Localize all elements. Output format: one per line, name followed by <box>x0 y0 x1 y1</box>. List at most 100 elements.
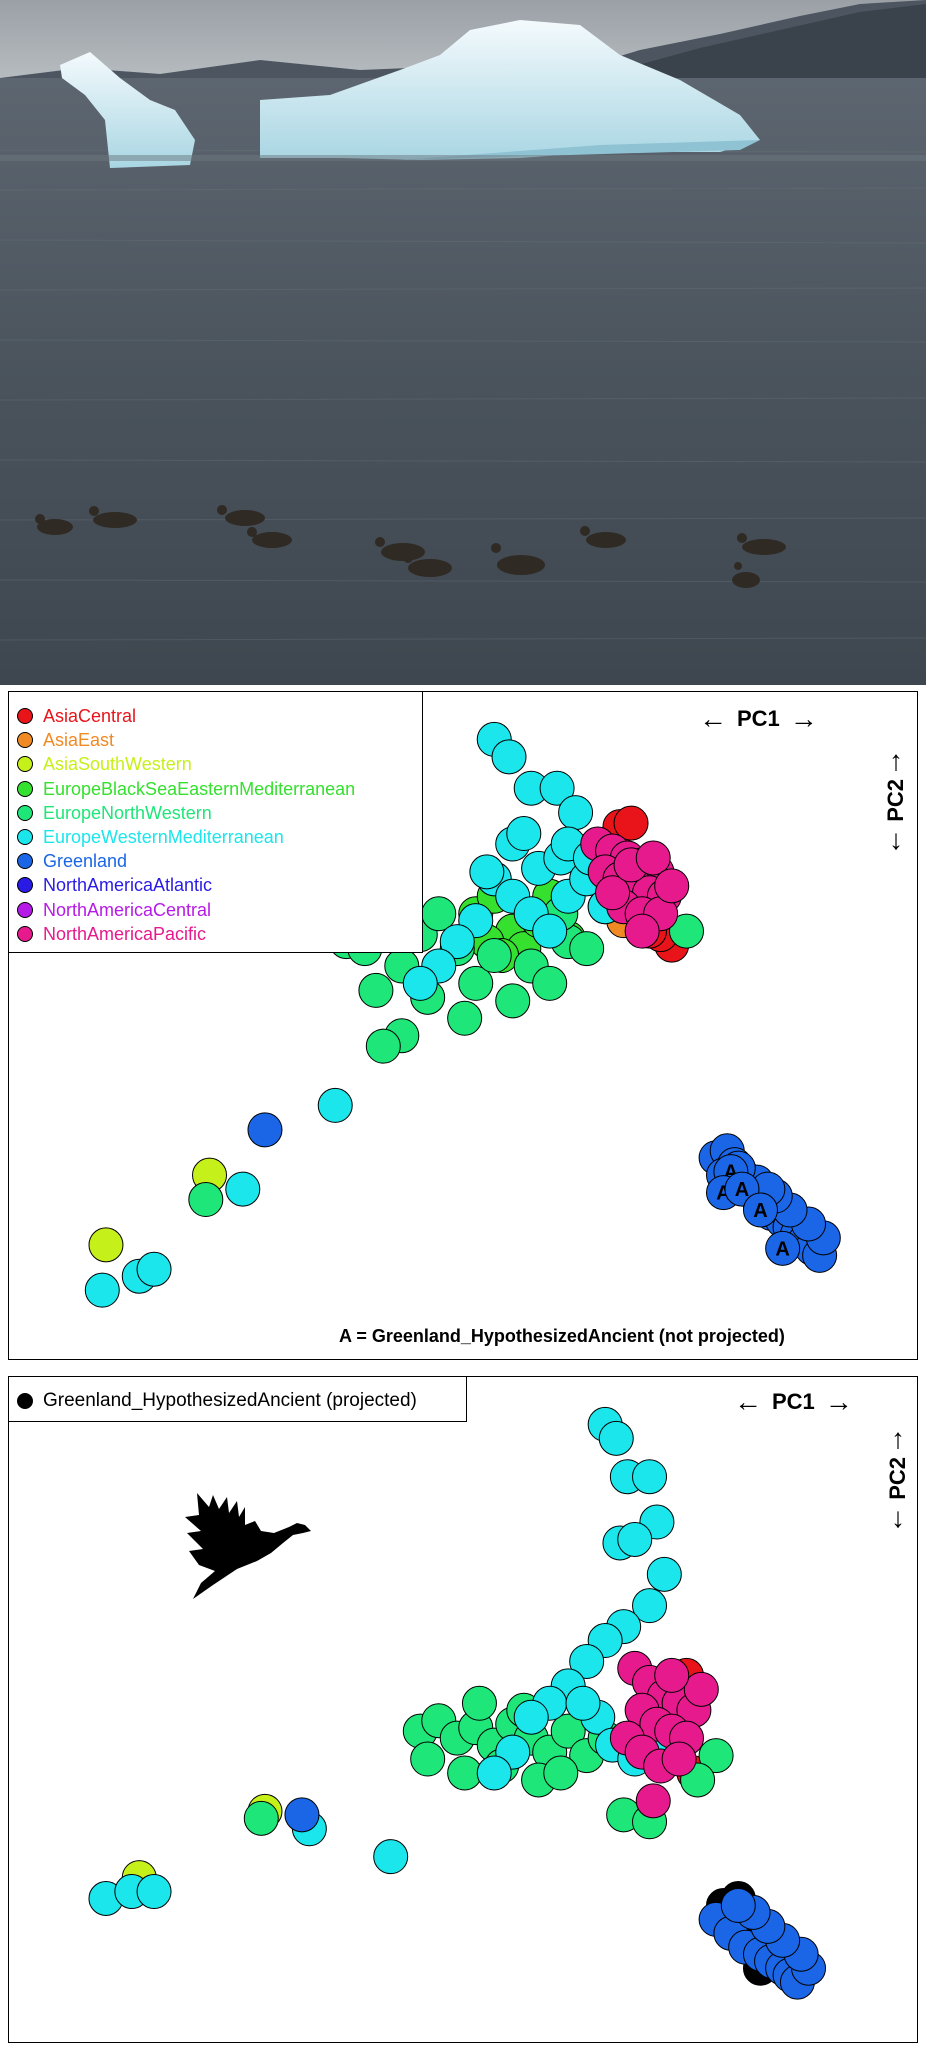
point-northamericapacific <box>654 868 690 904</box>
legend-item-asiaeast: AsiaEast <box>17 728 412 752</box>
point-europewesternmediterranean <box>539 770 575 806</box>
left-arrow-icon: ← <box>734 1386 762 1417</box>
legend-label: EuropeNorthWestern <box>43 802 212 823</box>
pc2-axis-label-1: ↑ PC2 ↓ <box>883 747 909 854</box>
point-europenorthwestern <box>669 913 705 949</box>
legend-label: AsiaSouthWestern <box>43 754 192 775</box>
point-europewesternmediterranean <box>136 1874 172 1910</box>
marker-letter: A <box>775 1238 789 1260</box>
up-arrow-icon: ↑ <box>889 745 903 776</box>
point-europewesternmediterranean <box>476 1755 512 1791</box>
legend-marker <box>17 853 33 870</box>
down-arrow-icon: ↓ <box>889 823 903 855</box>
legend-label: AsiaEast <box>43 730 115 751</box>
point-europewesternmediterranean <box>558 795 594 831</box>
pc1-label: PC1 <box>737 706 780 731</box>
point-europenorthwestern <box>447 1755 483 1791</box>
point-europewesternmediterranean <box>84 1272 120 1308</box>
pc1-axis-label-1: ← PC1 → <box>699 703 818 734</box>
marker-letter: A <box>735 1179 749 1201</box>
point-greenland-hypothesizedancient <box>765 1230 801 1266</box>
point-northamericapacific <box>635 840 671 876</box>
legend-marker <box>17 877 33 894</box>
pc2-label: PC2 <box>883 779 908 822</box>
pc1-label: PC1 <box>772 1389 815 1414</box>
point-europenorthwestern <box>569 931 605 967</box>
legend-marker <box>17 829 33 846</box>
legend-projected: Greenland_HypothesizedAncient (projected… <box>9 1377 467 1422</box>
pc2-label: PC2 <box>885 1457 910 1500</box>
legend-marker <box>17 901 33 918</box>
water <box>0 78 926 685</box>
right-arrow-icon: → <box>789 703 818 734</box>
point-asiacentral <box>613 805 649 841</box>
point-europewesternmediterranean <box>598 1420 634 1456</box>
point-europewesternmediterranean <box>317 1087 353 1123</box>
point-asiasouthwestern <box>88 1227 124 1263</box>
annotation-not-projected: A = Greenland_HypothesizedAncient (not p… <box>339 1326 785 1346</box>
point-europewesternmediterranean <box>402 965 438 1001</box>
legend-marker <box>17 804 33 821</box>
point-europewesternmediterranean <box>439 924 475 960</box>
point-northamericapacific <box>595 875 631 911</box>
point-northamericapacific <box>654 1657 690 1693</box>
duck-silhouette-icon <box>185 1493 311 1599</box>
legend-item-northamericaatlantic: NorthAmericaAtlantic <box>17 873 412 897</box>
point-europenorthwestern <box>495 983 531 1019</box>
ducks <box>35 505 786 588</box>
pc2-axis-label-2: ↑ PC2 ↓ <box>885 1425 911 1532</box>
legend-marker <box>17 756 33 773</box>
point-europenorthwestern <box>243 1800 279 1836</box>
point-europewesternmediterranean <box>506 816 542 852</box>
legend-item-northamericapacific: NorthAmericaPacific <box>17 922 412 946</box>
point-greenland <box>720 1887 756 1923</box>
down-arrow-icon: ↓ <box>891 1501 905 1533</box>
pc1-axis-label-2: ← PC1 → <box>734 1386 853 1417</box>
legend-label: NorthAmericaAtlantic <box>43 875 213 896</box>
legend-label: EuropeBlackSeaEasternMediterranean <box>43 778 356 799</box>
point-europewesternmediterranean <box>532 913 568 949</box>
legend-label: EuropeWesternMediterranean <box>43 827 284 848</box>
legend-label: Greenland <box>43 851 128 872</box>
point-northamericapacific <box>624 913 660 949</box>
point-europenorthwestern <box>458 965 494 1001</box>
point-europewesternmediterranean <box>225 1171 261 1207</box>
legend-marker <box>17 780 33 797</box>
point-greenland-hypothesizedancient <box>742 1192 778 1228</box>
point-europewesternmediterranean <box>565 1685 601 1721</box>
scatter-plot-2 <box>88 1406 827 2000</box>
point-europewesternmediterranean <box>469 854 505 890</box>
point-europewesternmediterranean <box>373 1839 409 1875</box>
point-europenorthwestern <box>410 1741 446 1777</box>
legend-marker <box>17 708 33 725</box>
legend-marker <box>17 1393 33 1410</box>
point-europenorthwestern <box>532 965 568 1001</box>
point-northamericapacific <box>683 1671 719 1707</box>
legend-marker <box>17 925 33 942</box>
legend-item-europewesternmediterranean: EuropeWesternMediterranean <box>17 825 412 849</box>
left-arrow-icon: ← <box>699 703 727 734</box>
point-europewesternmediterranean <box>136 1251 172 1287</box>
point-europewesternmediterranean <box>632 1588 668 1624</box>
point-europenorthwestern <box>358 972 394 1008</box>
point-europewesternmediterranean <box>513 1699 549 1735</box>
legend-item-europeblackseaeasternmediterranean: EuropeBlackSeaEasternMediterranean <box>17 777 412 801</box>
legend-item-asiasouthwestern: AsiaSouthWestern <box>17 752 412 776</box>
point-europenorthwestern <box>188 1182 224 1218</box>
legend-item-greenland: Greenland <box>17 849 412 873</box>
point-europewesternmediterranean <box>569 1643 605 1679</box>
legend-item-asiacentral: AsiaCentral <box>17 704 412 728</box>
legend-item-northamericacentral: NorthAmericaCentral <box>17 898 412 922</box>
legend-label: AsiaCentral <box>43 706 137 727</box>
legend-label: Greenland_HypothesizedAncient (projected… <box>43 1390 417 1412</box>
point-europewesternmediterranean <box>646 1556 682 1592</box>
point-europewesternmediterranean <box>617 1521 653 1557</box>
iceberg-left <box>60 52 195 168</box>
legend-marker <box>17 732 33 749</box>
legend-item-europenorthwestern: EuropeNorthWestern <box>17 801 412 825</box>
legend-item-projected: Greenland_HypothesizedAncient (projected… <box>17 1389 456 1413</box>
pca-panel-projected: Greenland_HypothesizedAncient (projected… <box>8 1376 918 2043</box>
point-greenland <box>247 1112 283 1148</box>
legend-label: NorthAmericaCentral <box>43 899 212 920</box>
